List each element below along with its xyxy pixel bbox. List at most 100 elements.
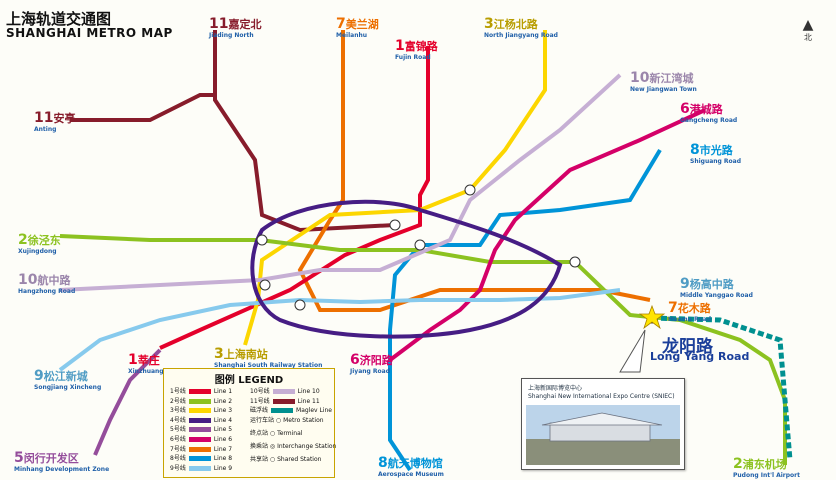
terminal-name-cn: 安亭 (53, 112, 76, 125)
terminal-line-number: 2 (18, 232, 28, 248)
legend-symbol-icon: ○ (274, 417, 284, 424)
legend-symbol-2: 终点站 ○ Terminal (250, 429, 302, 438)
legend-line-label-en: Line 6 (213, 436, 233, 443)
line-10-path (59, 73, 622, 292)
terminal-name-cn: 莘庄 (137, 354, 160, 367)
terminal-line-number: 1 (395, 38, 405, 54)
terminal-line-number: 10 (630, 70, 650, 86)
terminal-name-en: Jiading North (209, 32, 254, 39)
terminal-name-en: Gangcheng Road (680, 117, 738, 124)
legend-line-label-cn: 4号线 (170, 416, 186, 424)
terminal-name-cn: 港城路 (689, 103, 723, 116)
legend-line-label-en: Line 3 (213, 407, 233, 415)
line-7-path (297, 30, 651, 312)
legend-line-label-en: Line 5 (213, 426, 233, 434)
legend-line-swatch (188, 417, 211, 423)
terminal-name-en: Pudong Int'l Airport (733, 472, 800, 479)
terminal-name-en: Xinzhuang (128, 368, 164, 375)
legend-symbol-label-cn: 运行车站 (250, 417, 275, 424)
line-5-path (93, 348, 162, 456)
legend-symbol-label-en: Terminal (277, 430, 303, 437)
legend-line-swatch (188, 398, 211, 404)
terminal-name-en: Meilanhu (336, 32, 368, 39)
terminal-name-cn: 江杨北路 (493, 18, 538, 31)
terminal-name-en: Hangzhong Road (18, 288, 76, 295)
legend-line-label-cn: 6号线 (170, 436, 186, 443)
terminal-name-cn: 航中路 (37, 274, 71, 287)
terminal-line-number: 3 (214, 346, 224, 362)
terminal-line-number: 9 (680, 276, 690, 292)
map-title-en: SHANGHAI METRO MAP (6, 26, 173, 40)
terminal-name-en: Minhang Development Zone (14, 466, 110, 473)
interchange-shanghai-indoor-stadium (294, 299, 306, 311)
north-compass-icon: ▲ (802, 17, 814, 33)
legend-line-label-en: Line 8 (213, 455, 233, 463)
terminal-name-en: Xujingdong (18, 248, 57, 255)
interchange-century-avenue (569, 256, 581, 268)
terminal-name-cn: 松江新城 (43, 370, 88, 383)
terminal-line-number: 7 (336, 16, 346, 32)
terminal-line-number: 2 (733, 456, 743, 472)
expo-centre-callout: 上海新国际博览中心 Shanghai New International Exp… (521, 378, 685, 470)
terminal-name-cn: 浦东机场 (742, 458, 787, 471)
long-yang-road-label-en: Long Yang Road (650, 350, 750, 363)
legend-line-swatch (272, 389, 295, 394)
line-9-path (58, 288, 621, 372)
legend-symbol-label-cn: 终点站 (250, 430, 269, 437)
legend-symbol-icon: ◎ (268, 443, 278, 450)
legend-line-label-en: Maglev Line (296, 407, 332, 415)
interchange-shanghai-railway-station (389, 219, 401, 231)
legend-line-label-cn: 2号线 (170, 397, 186, 405)
line-8-path (388, 148, 662, 472)
north-compass-label: 北 (804, 33, 812, 42)
interchange-peoples-square (414, 239, 426, 251)
legend-line-swatch (188, 427, 211, 433)
terminal-line-number: 8 (690, 142, 700, 158)
terminal-line-number: 1 (128, 352, 138, 368)
line-1-path (159, 46, 430, 350)
legend-line-label-cn: 7号线 (170, 445, 186, 453)
terminal-name-cn: 航天博物馆 (387, 457, 443, 470)
legend-symbol-1: 运行车站 ○ Metro Station (250, 416, 324, 425)
legend-line-label-cn: 3号线 (170, 407, 186, 415)
terminal-line-number: 6 (350, 352, 360, 368)
legend-symbol-3: 换乘站 ◎ Interchange Station (250, 442, 336, 451)
terminal-name-cn: 济阳路 (359, 354, 393, 367)
terminal-name-en: Aerospace Museum (378, 471, 444, 478)
maglev-path (651, 315, 793, 461)
legend-line-swatch (188, 456, 211, 462)
legend-line-swatch (271, 408, 294, 414)
terminal-name-cn: 新江湾城 (649, 72, 694, 85)
legend-line-swatch (188, 446, 211, 452)
terminal-name-en: Middle Yanggao Road (680, 292, 753, 299)
terminal-name-en: Huamu Road (668, 316, 712, 323)
terminal-name-en: Shanghai South Railway Station (214, 362, 323, 369)
interchange-zhongshan-park (256, 234, 268, 246)
terminal-name-cn: 富锦路 (404, 40, 438, 53)
terminal-line-number: 11 (34, 110, 54, 126)
